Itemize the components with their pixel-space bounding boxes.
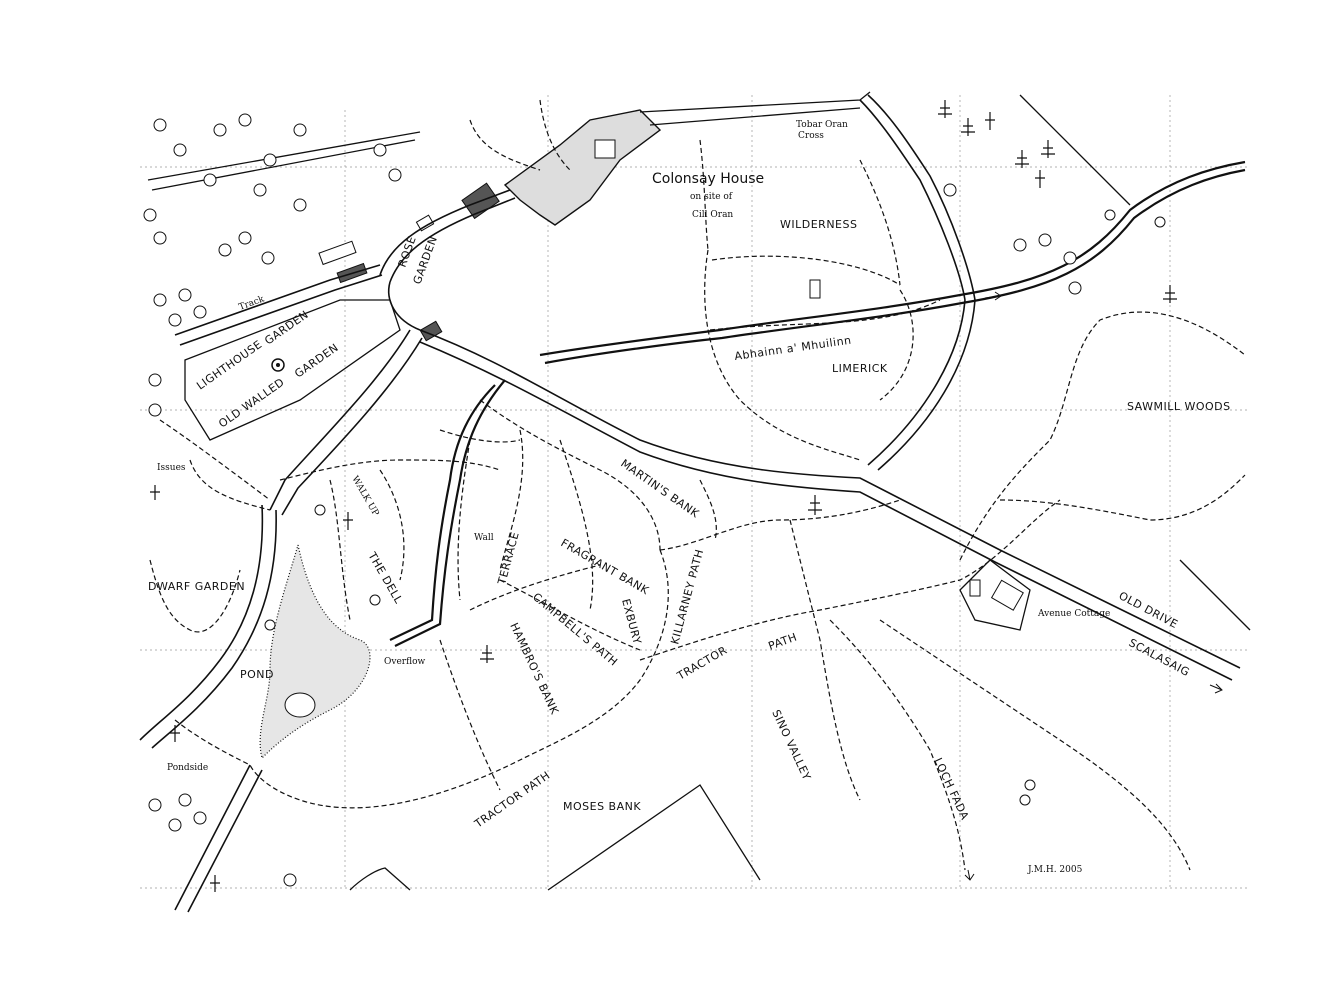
walk-up-label: WALK UP [349,475,380,519]
campbells-path-label: CAMPBELL'S PATH [530,590,620,669]
cross-label: Cross [798,131,824,141]
tree-icons [143,113,1166,887]
exbury-label: EXBURY [619,597,644,646]
signature-label: J.M.H. 2005 [1027,865,1083,875]
pondside-label: Pondside [167,763,208,773]
rose-label: ROSE [396,234,419,269]
conifer-icons [150,100,1177,892]
limerick-label: LIMERICK [832,362,888,375]
sawmill-woods-label: SAWMILL WOODS [1127,400,1231,413]
overflow-label: Overflow [384,657,426,667]
cill-oran-label: Cill Oran [692,210,733,220]
killarney-path-label: KILLARNEY PATH [668,548,706,646]
site-note-label: on site of [690,192,733,202]
old-drive-label: OLD DRIVE [1117,589,1181,631]
wilderness-label: WILDERNESS [780,218,857,231]
moses-bank-boundary [349,784,761,891]
fragrant-bank-label: FRAGRANT BANK [559,536,652,597]
colonsay-house-building [318,109,662,342]
tractor-path-label-1: TRACTOR [674,644,729,683]
moses-bank-label: MOSES BANK [563,800,641,813]
wall-label: Wall [474,533,494,543]
abhainn-label: Abhainn a' Mhuilinn [734,334,853,363]
stream [389,160,1246,647]
colonsay-house-label: Colonsay House [652,171,764,187]
tobar-oran-label: Tobar Oran [796,120,848,130]
monument-icon [809,279,821,299]
direction-arrows [964,291,1223,881]
terrace-label: TERRACE [495,530,522,586]
hambros-bank-label: HAMBRO'S BANK [507,621,561,717]
track-label: Track [238,294,267,313]
lighthouse-label: LIGHTHOUSE [194,338,264,393]
tractor-path-label-2: PATH [767,630,799,652]
old-walled-label: OLD WALLED [216,376,287,431]
sino-valley-label: SINO VALLEY [769,708,813,783]
scalasaig-label: SCALASAIG [1127,636,1192,679]
martins-bank-label: MARTIN'S BANK [618,457,702,521]
pond-label: POND [240,668,274,681]
loch-fada-label: LOCH FADA [931,756,971,822]
avenue-cottage-building [959,559,1031,631]
fountain-icon [271,358,285,372]
roads [139,94,1241,913]
dwarf-garden-label: DWARF GARDEN [148,580,245,593]
pond [259,544,371,760]
tractor-path-long-label: TRACTOR PATH [471,769,552,831]
footpaths [149,99,1246,871]
issues-label: Issues [157,463,186,473]
avenue-cottage-label: Avenue Cottage [1037,609,1110,619]
old-walled-garden-label: GARDEN [292,341,341,381]
